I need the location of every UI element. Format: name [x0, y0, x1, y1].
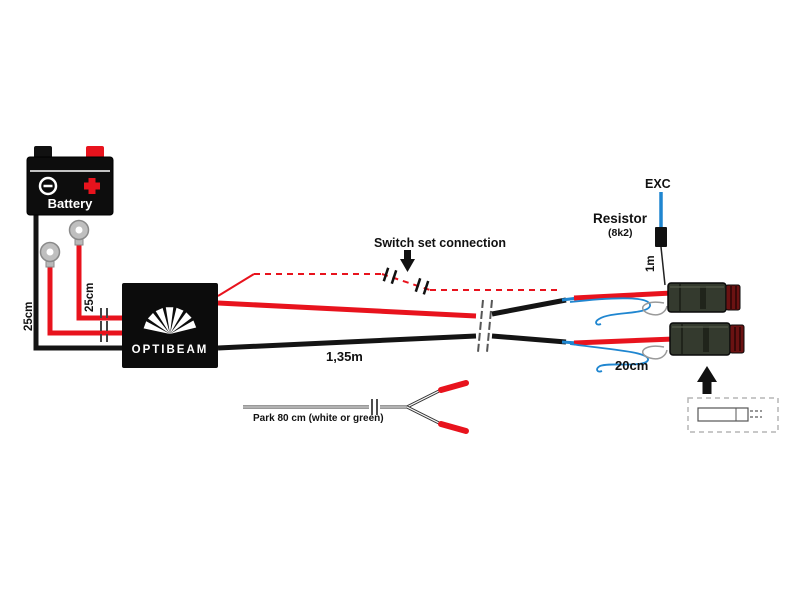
battery-icon	[26, 146, 114, 216]
optibeam-box	[122, 283, 218, 368]
connector-top	[667, 282, 741, 313]
switch-symbol	[382, 267, 430, 295]
up-arrow-icon	[697, 366, 717, 394]
switch-set-connection-label: Switch set connection	[374, 236, 506, 250]
negative-wire	[33, 212, 122, 351]
brand-label: OPTIBEAM	[131, 344, 209, 356]
branch-bottom	[491, 333, 675, 373]
park-wire-label: Park 80 cm (white or green)	[253, 413, 384, 424]
ring-terminal-icon	[39, 241, 61, 268]
branch-top	[491, 290, 673, 326]
resistor-label: Resistor	[593, 211, 648, 226]
main-harness-black-wire	[217, 333, 477, 351]
exc-label: EXC	[645, 177, 671, 191]
resistor-lead-length-label: 1m	[645, 255, 657, 272]
battery-label: Battery	[47, 196, 93, 211]
battery-lead-splice-marker	[100, 308, 108, 342]
harness-splice-marker	[477, 299, 493, 353]
positive-wire-length-label: 25cm	[84, 282, 96, 312]
main-harness-length-label: 1,35m	[326, 349, 363, 364]
main-harness-red-wire	[217, 300, 477, 319]
optibeam-logo-icon	[143, 307, 197, 334]
ring-terminal-icon	[68, 219, 90, 246]
negative-wire-length-label: 25cm	[23, 301, 35, 331]
resistor-assembly	[655, 192, 667, 286]
switch-line	[217, 273, 558, 297]
down-arrow-icon	[400, 250, 415, 272]
branch-length-label: 20cm	[615, 358, 649, 373]
park-wire	[243, 380, 469, 434]
resistor-value-label: (8k2)	[608, 227, 633, 239]
connector-bottom	[669, 322, 745, 356]
accessory-connector-outline	[687, 397, 779, 433]
